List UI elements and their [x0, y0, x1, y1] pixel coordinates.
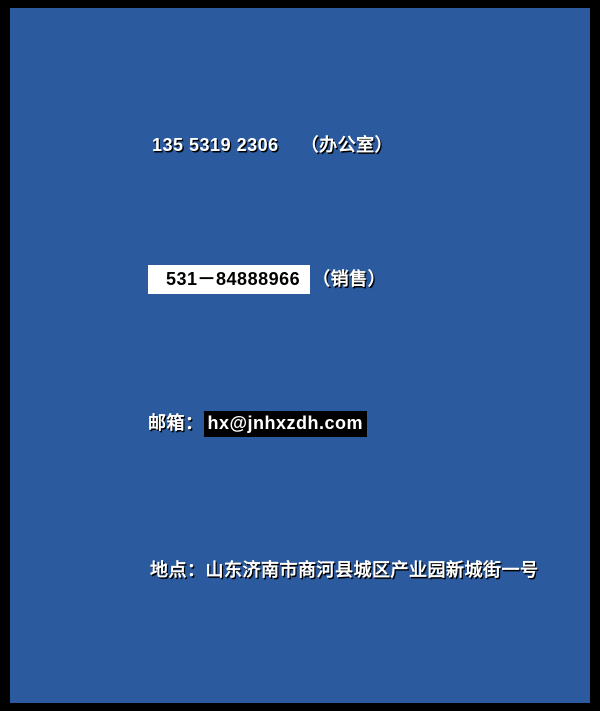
office-phone-label: （办公室） [300, 135, 394, 155]
sales-phone-number: 531－84888966 [166, 269, 301, 289]
sales-phone-label: （销售） [312, 269, 387, 289]
email-value: hx@jnhxzdh.com [203, 411, 368, 438]
office-phone-number: 135 5319 2306 [152, 135, 279, 155]
sales-phone-highlight: 531－84888966 [148, 265, 311, 295]
office-phone-line: 135 5319 2306 （办公室） [152, 134, 393, 157]
slide-background: 135 5319 2306 （办公室） 531－84888966 （销售） 邮箱：h… [10, 8, 590, 703]
address-value: 山东济南市商河县城区产业园新城街一号 [205, 560, 539, 580]
address-label: 地点： [150, 560, 206, 580]
sales-phone-line: 531－84888966 （销售） [148, 265, 387, 295]
address-line: 地点：山东济南市商河县城区产业园新城街一号 [150, 559, 539, 582]
email-label: 邮箱： [148, 413, 204, 433]
email-line: 邮箱：hx@jnhxzdh.com [148, 411, 368, 438]
